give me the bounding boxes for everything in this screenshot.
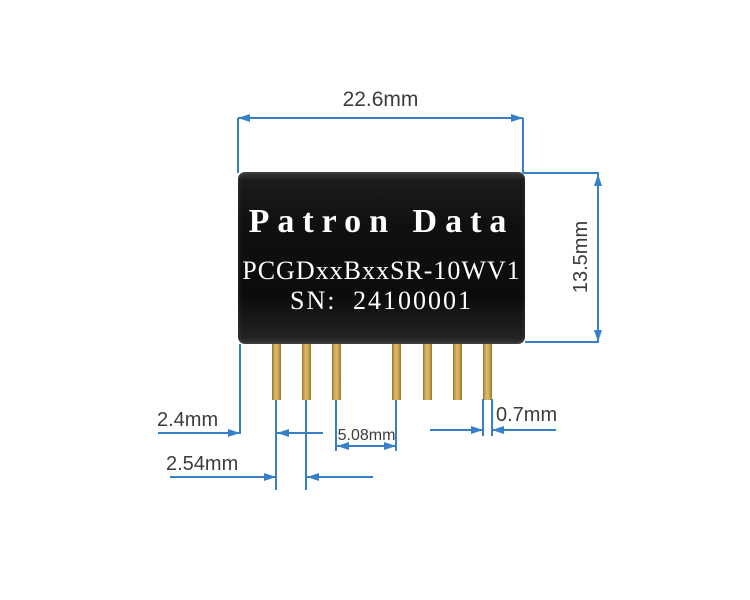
module-brand-text: Patron Data bbox=[248, 203, 515, 240]
pin2-extension-line bbox=[305, 400, 307, 490]
module-serial-text: SN: 24100001 bbox=[290, 286, 473, 315]
pin bbox=[302, 344, 311, 400]
pin bbox=[453, 344, 462, 400]
module-body: Patron Data PCGDxxBxxSR-10WV1 SN: 241000… bbox=[238, 172, 525, 344]
pin-pitch-line-left bbox=[170, 476, 276, 478]
arrow-right-icon bbox=[384, 442, 396, 450]
arrow-left-icon bbox=[337, 442, 349, 450]
body-left-extension-line bbox=[239, 344, 241, 434]
arrow-right-icon bbox=[228, 429, 240, 437]
pin7-left-extension-line bbox=[482, 399, 484, 436]
center-gap-line bbox=[337, 445, 396, 447]
pin1-extension-line bbox=[275, 400, 277, 490]
pin7-right-extension-line bbox=[491, 399, 493, 436]
pin-width-label: 0.7mm bbox=[496, 404, 558, 426]
pin-width-line-right bbox=[492, 429, 556, 431]
pin bbox=[332, 344, 341, 400]
edge-to-pin-label: 2.4mm bbox=[157, 409, 219, 431]
pin-pitch-label: 2.54mm bbox=[166, 453, 239, 475]
width-dimension-label: 22.6mm bbox=[342, 88, 419, 111]
pin bbox=[423, 344, 432, 400]
pin-pitch-line-right bbox=[307, 476, 373, 478]
arrow-right-icon bbox=[264, 473, 276, 481]
pin bbox=[483, 344, 492, 400]
center-gap-label: 5.08mm bbox=[337, 427, 396, 444]
arrow-left-icon bbox=[238, 114, 250, 122]
pin4-extension-line bbox=[395, 400, 397, 451]
height-dimension-line bbox=[597, 174, 599, 342]
pin3-extension-line bbox=[335, 400, 337, 451]
arrow-down-icon bbox=[594, 330, 602, 342]
edge-to-pin-line-left bbox=[158, 432, 240, 434]
pin bbox=[272, 344, 281, 400]
arrow-right-icon bbox=[471, 426, 483, 434]
arrow-up-icon bbox=[594, 174, 602, 186]
height-extension-line-top bbox=[523, 172, 599, 174]
module-model-text: PCGDxxBxxSR-10WV1 bbox=[242, 256, 521, 285]
arrow-right-icon bbox=[511, 114, 523, 122]
width-dimension-line bbox=[238, 117, 523, 119]
edge-to-pin-line-right bbox=[277, 432, 323, 434]
pin-width-line-left bbox=[430, 429, 483, 431]
width-extension-line-right bbox=[522, 118, 524, 173]
pin bbox=[392, 344, 401, 400]
width-extension-line-left bbox=[237, 118, 239, 173]
height-extension-line-bottom bbox=[525, 341, 599, 343]
height-dimension-label: 13.5mm bbox=[570, 220, 592, 294]
